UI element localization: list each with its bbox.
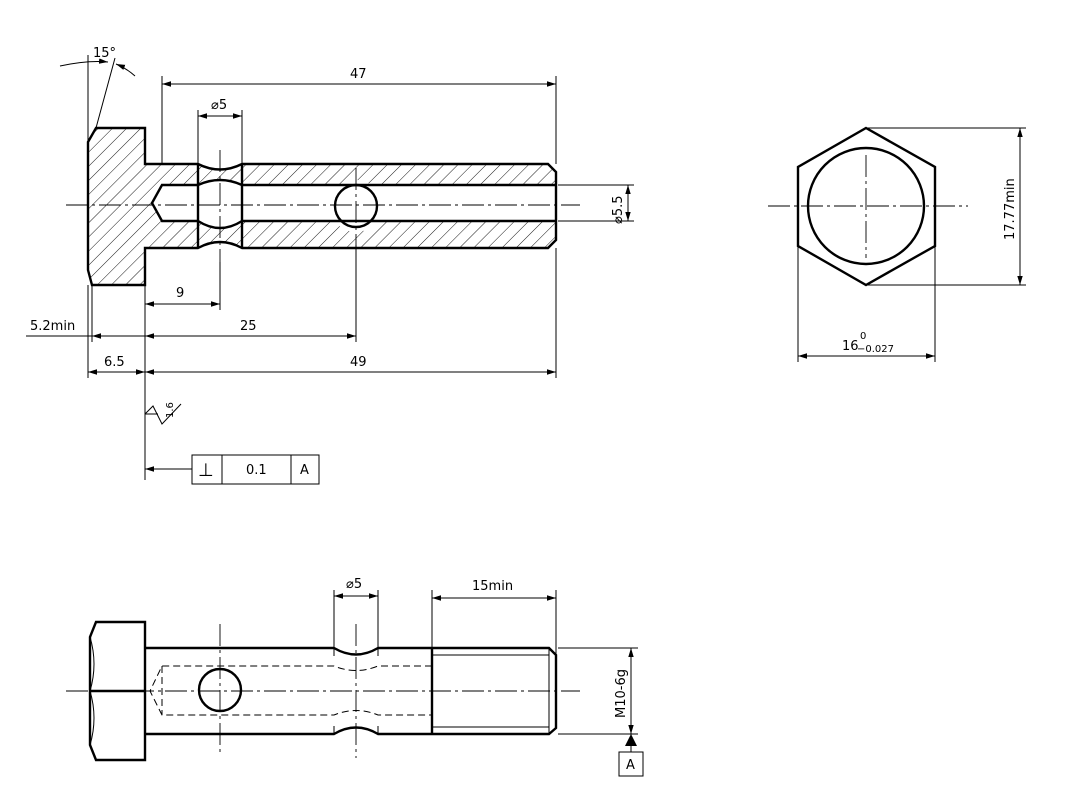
datum-label: A [626, 758, 635, 773]
angle-label: 15° [93, 46, 116, 61]
tol-lower: −0.027 [857, 344, 894, 355]
dim-head: 6.5 [104, 355, 125, 370]
dim-25: 25 [240, 319, 257, 334]
section-view: 15° 47 ⌀5 ⌀5.5 9 25 5.2min [26, 46, 634, 485]
dim-head-min: 5.2min [30, 319, 75, 334]
head-section-hatch [88, 128, 162, 285]
shank-upper-hatch [162, 164, 556, 185]
end-view: 17.77min 16 0 −0.027 [768, 126, 1026, 362]
shank-lower-hatch [162, 221, 556, 248]
dim-47: 47 [350, 67, 367, 82]
dim-groove-dia: ⌀5 [211, 98, 227, 113]
bore-outline [150, 178, 556, 230]
perpendicularity-frame: ⊥ 0.1 A [145, 454, 320, 485]
side-dim-thread: M10-6g [614, 669, 629, 718]
section-outline [86, 126, 558, 287]
dim-9: 9 [176, 286, 184, 301]
dim-across-corners: 17.77min [1003, 178, 1018, 240]
dim-length: 49 [350, 355, 367, 370]
dim-bore: ⌀5.5 [611, 195, 626, 224]
tolerance-value: 0.1 [246, 463, 267, 478]
roughness-value: 1.6 [165, 402, 176, 418]
hex-outline [796, 126, 937, 287]
tol-upper: 0 [860, 331, 866, 342]
tolerance-symbol: ⊥ [198, 460, 214, 481]
side-view: ⌀5 15min M10-6g A [66, 577, 644, 777]
tolerance-datum: A [300, 463, 309, 478]
side-dim-thread-length: 15min [472, 579, 513, 594]
shank-outline [145, 646, 558, 736]
side-dim-hole: ⌀5 [346, 577, 362, 592]
dim-across-flats: 16 [842, 339, 859, 354]
surface-roughness-symbol: 1.6 [144, 402, 182, 425]
hidden-bore [149, 665, 432, 716]
